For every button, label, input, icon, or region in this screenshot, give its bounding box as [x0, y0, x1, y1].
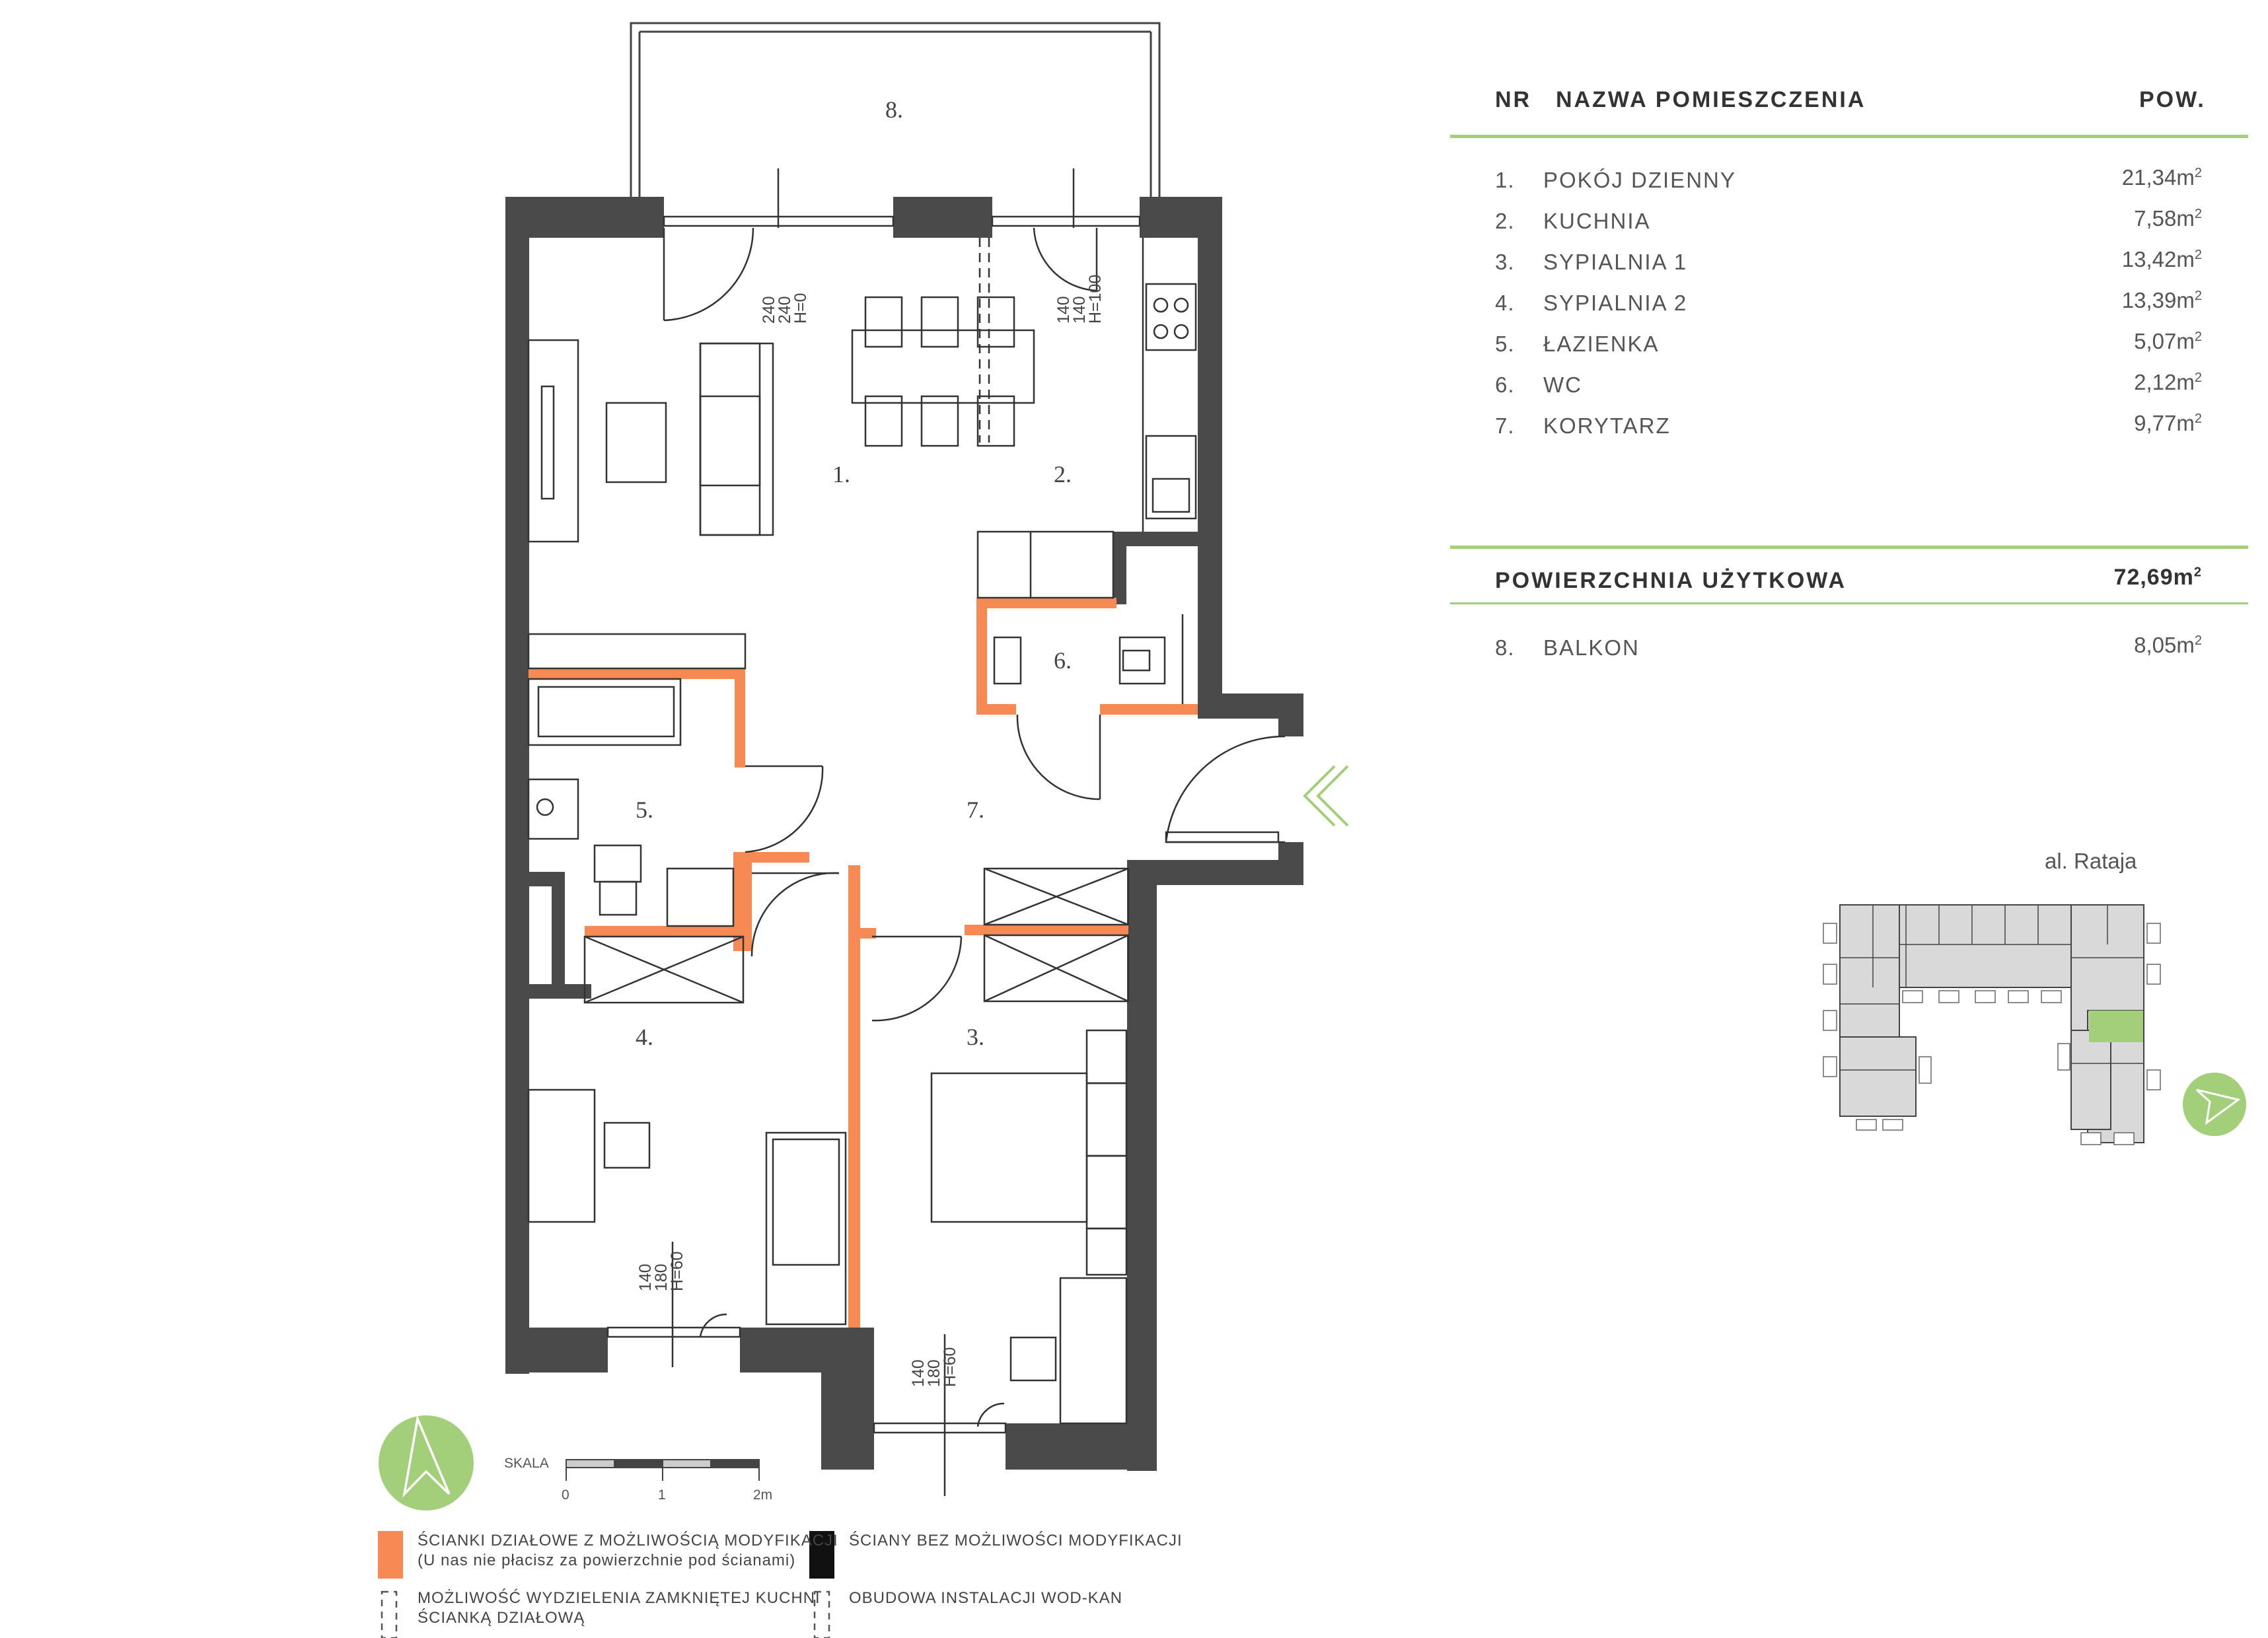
room-label-4: 4.	[636, 1024, 653, 1050]
scale-label: SKALA	[504, 1456, 549, 1471]
room-labels: 8. 1. 2. 6. 5. 7. 4. 3.	[636, 96, 1072, 1050]
total-divider-bottom	[1450, 602, 2248, 604]
building-key-plan	[1823, 904, 2161, 1145]
svg-text:H=60: H=60	[668, 1252, 686, 1291]
room-label-6: 6.	[1054, 647, 1072, 674]
legend-orange-text: ŚCIANKI DZIAŁOWE Z MOŻLIWOŚCIĄ MODYFIKAC…	[418, 1532, 838, 1569]
partition-walls	[529, 598, 1198, 1328]
svg-text:240: 240	[776, 296, 794, 324]
legend-dashed-kitchen-text: MOŻLIWOŚĆ WYDZIELENIA ZAMKNIĘTEJ KUCHNI …	[418, 1589, 821, 1627]
key-plan-north-arrow-icon	[2183, 1073, 2246, 1136]
entrance-chevron-icon	[1303, 765, 1349, 827]
total-divider-top	[1450, 546, 2248, 549]
window-dim-4: 140 180 H=60	[909, 1347, 959, 1387]
svg-text:180: 180	[925, 1359, 943, 1387]
legend-swatch-black	[809, 1531, 834, 1579]
window-dim-2: 140 140 H=100	[1054, 275, 1105, 324]
legend-swatch-dashed-install	[813, 1590, 830, 1638]
north-arrow-icon	[379, 1414, 474, 1511]
table-header-area: POW.	[2139, 87, 2206, 112]
scale-tick-0: 0	[562, 1487, 569, 1503]
room-label-3: 3.	[967, 1024, 984, 1050]
legend-black-text: ŚCIANY BEZ MOŻLIWOŚCI MODYFIKACJI	[849, 1532, 1183, 1549]
svg-text:180: 180	[652, 1264, 671, 1291]
svg-text:140: 140	[1070, 296, 1089, 324]
svg-text:H=0: H=0	[791, 293, 810, 324]
header-divider	[1450, 135, 2248, 138]
svg-text:140: 140	[1054, 296, 1073, 324]
legend-swatch-dashed-kitchen	[381, 1590, 398, 1638]
table-header-nr: NR	[1495, 87, 1532, 112]
total-area: 72,69m2	[2113, 565, 2202, 590]
scale-tick-2: 2m	[753, 1487, 773, 1503]
table-header-name: NAZWA POMIESZCZENIA	[1556, 87, 1866, 112]
apartment-highlight	[2089, 1011, 2143, 1042]
room-label-7: 7.	[967, 797, 984, 823]
svg-text:140: 140	[636, 1264, 655, 1291]
total-label: POWIERZCHNIA UŻYTKOWA	[1495, 568, 1847, 593]
svg-text:H=100: H=100	[1086, 275, 1105, 324]
bearing-walls	[505, 197, 1303, 1471]
room-label-2: 2.	[1054, 461, 1072, 487]
scale-bar	[566, 1459, 760, 1481]
window-dim-1: 240 240 H=0	[760, 293, 810, 324]
street-label: al. Rataja	[2045, 849, 2137, 873]
svg-text:H=60: H=60	[941, 1347, 959, 1387]
window-dim-3: 140 180 H=60	[636, 1252, 686, 1291]
room-label-8: 8.	[885, 96, 903, 123]
legend-swatch-orange	[378, 1531, 403, 1579]
svg-text:140: 140	[909, 1359, 928, 1387]
fixtures	[527, 168, 1286, 1496]
scale-tick-1: 1	[658, 1487, 666, 1503]
svg-text:240: 240	[760, 296, 778, 324]
room-label-1: 1.	[832, 461, 850, 487]
legend-dashed-install-text: OBUDOWA INSTALACJI WOD-KAN	[849, 1589, 1123, 1607]
balcony	[630, 22, 1161, 198]
room-label-5: 5.	[636, 797, 653, 823]
